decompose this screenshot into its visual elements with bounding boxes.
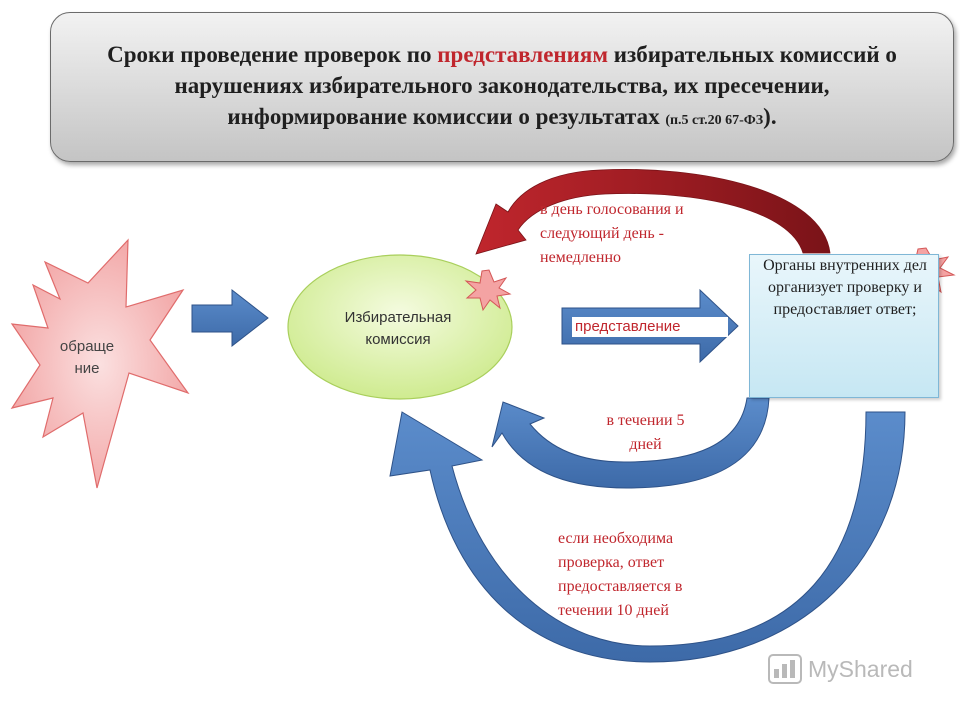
commission-burst-icon — [464, 269, 512, 312]
five-days-label: в течении 5 дней — [606, 412, 685, 453]
page-title: Сроки проведение проверок по представлен… — [91, 39, 913, 136]
commission-label: Избирательная комиссия — [344, 309, 452, 348]
submission-label: представление — [572, 317, 728, 337]
watermark: MyShared — [768, 654, 913, 684]
watermark-text: MyShared — [808, 655, 913, 682]
appeal-star-shape — [10, 238, 190, 489]
arrow-election-day — [475, 169, 831, 255]
appeal-label: обраще ние — [59, 338, 115, 377]
title-box: Сроки проведение проверок по представлен… — [50, 12, 954, 162]
title-reference: (п.5 ст.20 67-ФЗ — [665, 112, 764, 128]
organs-label: Органы внутренних дел организует проверк… — [763, 257, 927, 318]
title-part2: избирательных комиссий о нарушениях изби… — [174, 41, 897, 129]
commission-ellipse — [287, 254, 513, 400]
arrow-ten-days — [389, 411, 906, 663]
presentation-logo-icon — [768, 654, 802, 684]
arrow-appeal-to-commission — [191, 288, 269, 348]
election-day-label: в день голосования и следующий день - не… — [540, 201, 684, 266]
arrow-five-days — [491, 397, 770, 489]
title-end: ). — [763, 103, 777, 129]
title-part1: Сроки проведение проверок по — [107, 41, 438, 67]
ten-days-label: если необходима проверка, ответ предоста… — [558, 530, 683, 619]
title-highlight: представлениям — [437, 41, 609, 67]
organs-box: Органы внутренних дел организует проверк… — [749, 254, 939, 398]
